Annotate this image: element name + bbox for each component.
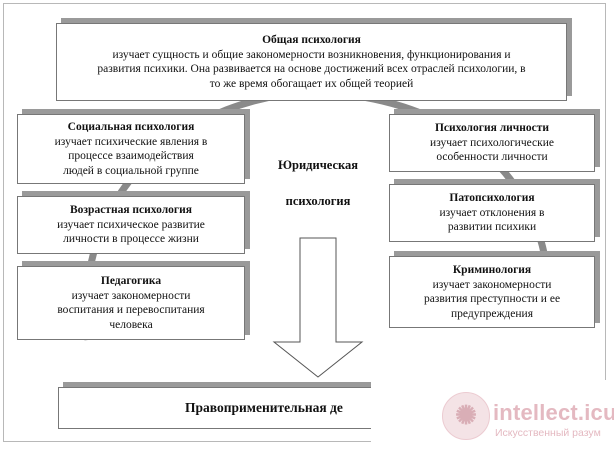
box-desc-line: личности в процессе жизни	[63, 233, 199, 246]
box-desc-line: предупреждения	[451, 307, 533, 320]
down-arrow	[272, 237, 364, 378]
box-title: Возрастная психология	[70, 204, 192, 217]
center-title-line2: психология	[285, 194, 351, 208]
box-pathopsychology: Патопсихология изучает отклонения в разв…	[389, 184, 595, 242]
box-desc-line: изучает психологические	[430, 136, 554, 149]
outer-frame	[3, 3, 606, 442]
box-desc-line: изучает закономерности	[71, 289, 191, 302]
box-title: Криминология	[452, 264, 532, 276]
box-title: Педагогика	[100, 275, 162, 287]
box-criminology: Криминология изучает закономерности разв…	[389, 256, 595, 328]
box-title: Общая психология	[262, 34, 361, 46]
box-desc-line: развитии психики	[447, 221, 537, 234]
box-desc-line: человека	[109, 318, 153, 331]
box-desc-line: изучает отклонения в	[439, 206, 545, 219]
box-desc-line: изучает сущность и общие закономерности …	[112, 48, 511, 61]
box-desc-line: изучает закономерности	[432, 278, 552, 291]
box-desc-line: развития преступности и ее	[423, 293, 561, 305]
watermark-site-name: intellect.icu	[493, 400, 614, 425]
box-desc-line: особенности личности	[436, 151, 548, 164]
box-personality-psychology: Психология личности изучает психологичес…	[389, 114, 595, 172]
box-desc-line: изучает психическое развитие	[57, 218, 205, 231]
box-general-psychology: Общая психология изучает сущность и общи…	[56, 23, 567, 101]
box-desc-line: воспитания и перевоспитания	[57, 304, 205, 316]
box-developmental-psychology: Возрастная психология изучает психическо…	[17, 196, 245, 254]
brain-logo-icon: ✺	[442, 392, 490, 440]
box-desc-line: людей в социальной группе	[63, 164, 199, 177]
box-desc-line: изучает психические явления в	[54, 135, 208, 148]
box-desc-line: процессе взаимодействия	[68, 150, 194, 162]
box-desc-line: развития психики. Она развивается на осн…	[97, 63, 526, 75]
box-social-psychology: Социальная психология изучает психически…	[17, 114, 245, 184]
footer-text: Правоприменительная де	[185, 400, 343, 415]
site-watermark: ✺ intellect.icu Искусственный разум	[371, 380, 614, 450]
box-title: Патопсихология	[449, 192, 535, 205]
box-desc-line: то же время обогащает их общей теорией	[209, 77, 414, 90]
center-title-line1: Юридическая	[277, 158, 359, 172]
box-title: Психология личности	[434, 122, 550, 135]
box-title: Социальная психология	[67, 121, 195, 133]
box-pedagogy: Педагогика изучает закономерности воспит…	[17, 266, 245, 340]
watermark-tagline: Искусственный разум	[495, 427, 601, 439]
